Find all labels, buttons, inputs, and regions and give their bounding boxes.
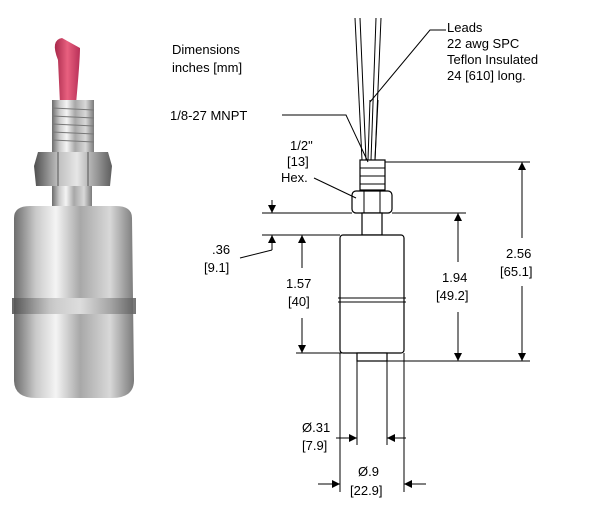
hex-nut <box>34 152 112 186</box>
dim-256-mm: [65.1] <box>500 264 533 279</box>
dim-036-mm: [9.1] <box>204 260 229 275</box>
hex-line1: 1/2" <box>290 138 313 153</box>
dim-dia031-lines <box>336 361 406 445</box>
leads-leader <box>369 29 446 103</box>
leads-line2: 22 awg SPC <box>447 36 519 51</box>
leads-line3: Teflon Insulated <box>447 52 538 67</box>
dim-dia09-in: Ø.9 <box>358 464 379 479</box>
header-line2: inches [mm] <box>172 60 242 75</box>
thread-label: 1/8-27 MNPT <box>170 108 247 123</box>
header-line1: Dimensions <box>172 42 240 57</box>
dim-157-in: 1.57 <box>286 276 311 291</box>
dim-036-in: .36 <box>212 242 230 257</box>
wire <box>54 38 80 104</box>
dim-dia09-mm: [22.9] <box>350 483 383 498</box>
dim-256-lines <box>385 161 530 362</box>
technical-drawing: Dimensions inches [mm] Leads 22 awg SPC … <box>170 17 538 498</box>
dim-194-lines <box>387 212 466 362</box>
dim-194-in: 1.94 <box>442 270 467 285</box>
bottom-tip <box>356 352 388 362</box>
float-seam <box>12 298 136 314</box>
dim-256-in: 2.56 <box>506 246 531 261</box>
dim-036-lines <box>239 200 352 259</box>
hex-leader <box>313 177 357 199</box>
hex-line3: Hex. <box>281 170 308 185</box>
threaded-stem <box>359 159 386 191</box>
thread-leader <box>282 114 369 163</box>
hex-line2: [13] <box>287 154 309 169</box>
product-photo <box>12 38 136 398</box>
hex-nut-drawing <box>351 190 393 214</box>
leads-line1: Leads <box>447 20 483 35</box>
float-drawing <box>339 234 405 354</box>
dim-194-mm: [49.2] <box>436 288 469 303</box>
dim-dia031-mm: [7.9] <box>302 438 327 453</box>
dim-dia031-in: Ø.31 <box>302 420 330 435</box>
dim-157-mm: [40] <box>288 294 310 309</box>
leads-line4: 24 [610] long. <box>447 68 526 83</box>
lead-wires <box>354 17 382 161</box>
stem-drawing <box>361 212 383 236</box>
